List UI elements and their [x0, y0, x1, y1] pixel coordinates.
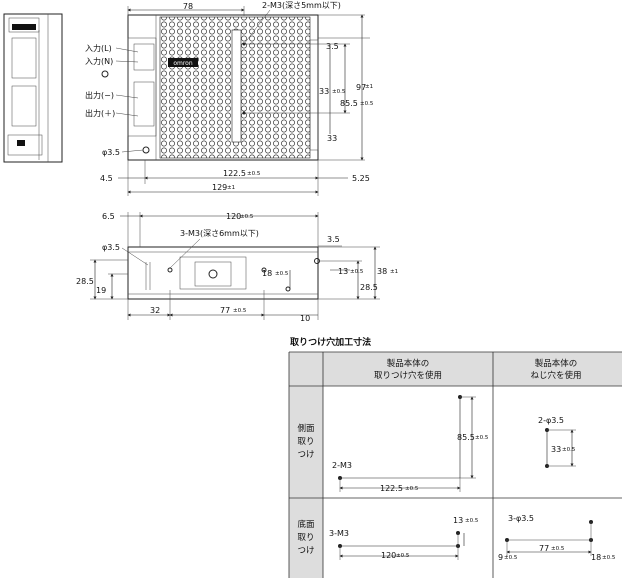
header-col2-line1: 製品本体の: [535, 358, 578, 369]
dim-38-tol: ±1: [390, 269, 398, 275]
dim-77: 77: [220, 306, 230, 315]
row1-label-1: 側面: [297, 423, 315, 434]
r2c2-18: 18: [591, 553, 601, 562]
dim-3-5-bottom: 3.5: [327, 235, 340, 244]
r1c2-33-tol: ±0.5: [562, 447, 576, 453]
dim-120: 120: [226, 212, 241, 221]
r2c2-3phi3-5: 3-φ3.5: [508, 514, 534, 523]
dim-33-b: 33: [327, 134, 337, 143]
r2c2-77: 77: [539, 544, 549, 553]
table-title: 取りつけ穴加工寸法: [290, 336, 371, 348]
dim-18-tol: ±0.5: [275, 271, 289, 277]
dim-10: 10: [300, 314, 310, 323]
dim-18: 18: [262, 269, 272, 278]
dim-78: 78: [183, 2, 193, 11]
dim-85-5-tol: ±0.5: [360, 101, 374, 107]
r1c2-33: 33: [551, 445, 561, 454]
r2c1-120-tol: ±0.5: [396, 553, 410, 559]
r1c1-122-5-tol: ±0.5: [405, 486, 419, 492]
dim-129-tol: ±1: [227, 185, 235, 191]
dim-28-5-left: 28.5: [76, 277, 94, 286]
dim-33-a: 33: [319, 87, 329, 96]
r2c1-13: 13: [453, 516, 463, 525]
dim-129: 129: [212, 183, 227, 192]
top-view: omron 78 2-M3(深さ5mm以下) 3.5 97 ±1 85.5 ±0…: [85, 1, 374, 196]
dim-6-5: 6.5: [102, 212, 115, 221]
dim-13: 13: [338, 267, 348, 276]
row1-label-2: 取り: [297, 437, 314, 447]
dim-85-5: 85.5: [340, 99, 358, 108]
header-col1-line2: 取りつけ穴を使用: [374, 370, 442, 381]
dim-97: 97: [356, 83, 366, 92]
header-col1-line1: 製品本体の: [387, 358, 430, 369]
dim-122-5: 122.5: [223, 169, 246, 178]
dim-3-5-top: 3.5: [326, 42, 339, 51]
r1c2-2phi3-5: 2-φ3.5: [538, 416, 564, 425]
brand-logo: omron: [173, 60, 193, 67]
r1c1-85-5-tol: ±0.5: [475, 435, 489, 441]
mounting-hole-table: 取りつけ穴加工寸法 製品本体の 取りつけ穴を使用 製品本体の ねじ穴を使用 側面…: [288, 336, 622, 578]
header-col2-line2: ねじ穴を使用: [530, 370, 581, 381]
r2c2-77-tol: ±0.5: [551, 546, 565, 552]
row2-label-3: つけ: [297, 546, 314, 556]
dim-28-5-right: 28.5: [360, 283, 378, 292]
dim-2m3: 2-M3(深さ5mm以下): [262, 1, 341, 10]
dim-phi3-5-bottom: φ3.5: [102, 243, 120, 252]
dim-13-tol: ±0.5: [350, 269, 364, 275]
r2c2-9: 9: [498, 553, 503, 562]
r1c1-2m3: 2-M3: [332, 461, 352, 470]
dim-19: 19: [96, 286, 106, 295]
dim-77-tol: ±0.5: [233, 308, 247, 314]
label-input-l: 入力(L): [85, 43, 112, 53]
r2c1-120: 120: [381, 551, 396, 560]
dim-32: 32: [150, 306, 160, 315]
dim-120-tol: ±0.5: [240, 214, 254, 220]
r1c1-85-5: 85.5: [457, 433, 475, 442]
dim-4-5: 4.5: [100, 174, 113, 183]
label-output-minus: 出力(−): [85, 90, 114, 100]
bottom-view: 6.5 120 ±0.5 3-M3(深さ6mm以下) 3.5 φ3.5 28.5…: [76, 212, 398, 323]
dim-3m3: 3-M3(深さ6mm以下): [180, 229, 259, 238]
row2-label-2: 取り: [297, 533, 314, 543]
row1-label-3: つけ: [297, 450, 314, 460]
r2c1-13-tol: ±0.5: [465, 518, 479, 524]
r1c1-122-5: 122.5: [380, 484, 403, 493]
dim-97-tol: ±1: [365, 84, 373, 90]
label-output-plus: 出力(＋): [85, 108, 115, 118]
dim-5-25: 5.25: [352, 174, 370, 183]
r2c1-3m3: 3-M3: [329, 529, 349, 538]
dim-phi3-5-top: φ3.5: [102, 148, 120, 157]
dim-38: 38: [377, 267, 387, 276]
label-input-n: 入力(N): [85, 56, 113, 66]
r2c2-9-tol: ±0.5: [504, 555, 518, 561]
dim-122-5-tol: ±0.5: [247, 171, 261, 177]
dim-33-a-tol: ±0.5: [332, 89, 346, 95]
row2-label-1: 底面: [297, 519, 315, 530]
side-view: [3, 13, 63, 163]
r2c2-18-tol: ±0.5: [602, 555, 616, 561]
